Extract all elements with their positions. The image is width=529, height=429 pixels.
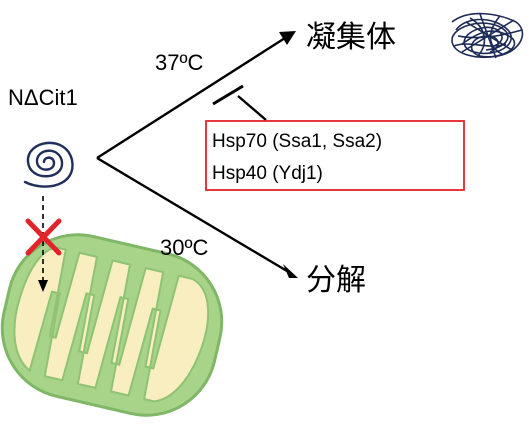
mitochondrion-cristae [13, 246, 210, 403]
chaperone-line-hsp40: Hsp40 (Ydj1) [212, 163, 323, 184]
inhibition-bar [212, 84, 244, 106]
protein-label: NΔCit1 [8, 85, 78, 110]
temperature-30-label: 30ºC [160, 235, 209, 260]
blocked-cross-icon [25, 218, 62, 256]
degradation-label: 分解 [306, 263, 366, 298]
arrow-to-degradation [96, 156, 288, 273]
temperature-37-label: 37ºC [155, 50, 204, 75]
arrow-to-aggregate-head [279, 31, 296, 45]
aggregate-icon [451, 12, 524, 59]
chaperone-line-hsp70: Hsp70 (Ssa1, Ssa2) [212, 131, 382, 152]
import-arrow-head [38, 280, 48, 292]
aggregate-label: 凝集体 [306, 20, 396, 55]
mitochondrion [0, 233, 224, 417]
chaperone-box [205, 120, 465, 191]
arrow-to-aggregate [96, 36, 286, 160]
inhibition-stem [237, 95, 267, 121]
arrow-to-degradation-head [283, 264, 298, 278]
protein-spiral [23, 141, 74, 188]
